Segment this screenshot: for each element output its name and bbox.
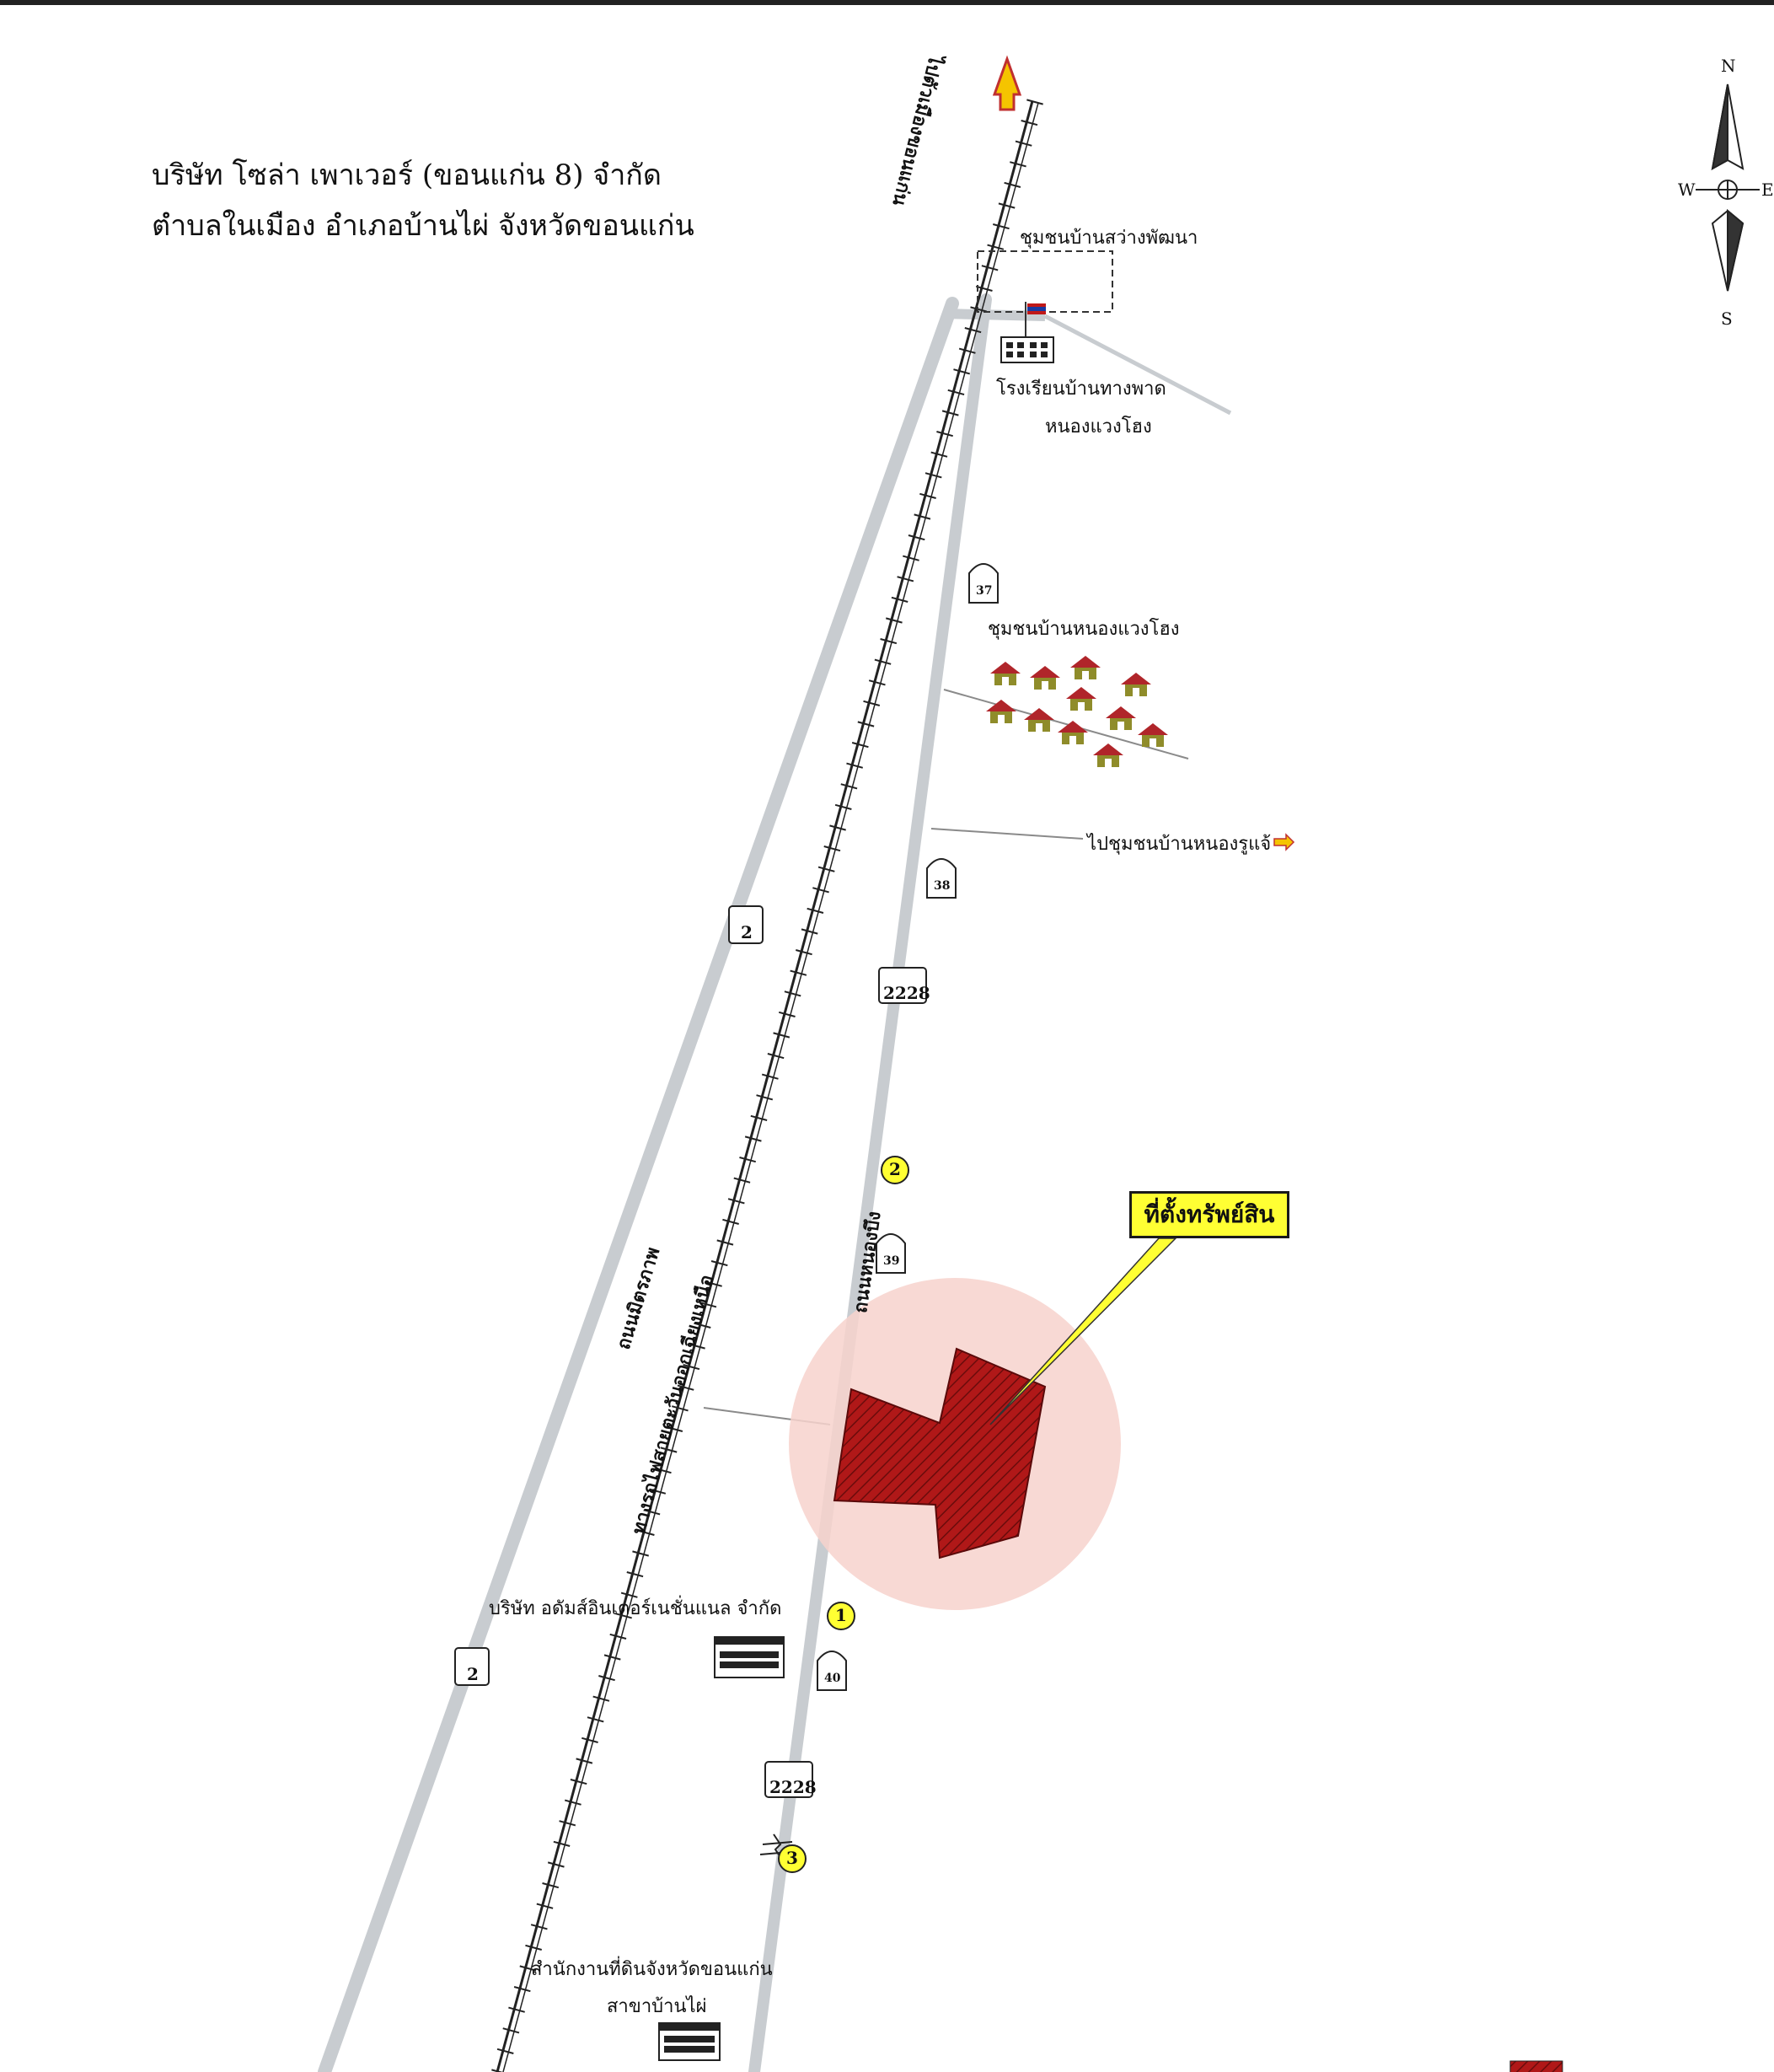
railway-line [491, 99, 1043, 2072]
top-border [0, 0, 1774, 5]
compass-w: W [1678, 180, 1696, 200]
km-marker-39: 39 [883, 1254, 900, 1268]
label-land-office-line2: สาขาบ้านไผ่ [607, 1996, 707, 2017]
asset-parcel [833, 1347, 1047, 1559]
label-nongwaeng-community: ชุมชนบ้านหนองแวงโฮง [988, 619, 1180, 640]
legend-swatch [1509, 2060, 1563, 2072]
label-school-line2: หนองแวงโฮง [1045, 416, 1152, 437]
hw2228-shield-lower [764, 1761, 813, 1798]
nongwaeng-side-road [943, 689, 1189, 760]
school-icon [1000, 302, 1054, 363]
top-connector-road [943, 309, 1046, 321]
shield-hw2-upper: 2 [741, 922, 753, 942]
nongrue-side-road [930, 828, 1084, 840]
label-sawang-community: ชุมชนบ้านสว่างพัฒนา [1020, 228, 1198, 249]
sawang-community-boundary [977, 250, 1113, 313]
nongrue-arrow [1273, 833, 1295, 851]
hw2228-shield-upper [878, 967, 927, 1004]
school-road [1043, 314, 1232, 416]
km-marker-38: 38 [934, 879, 951, 893]
land-office-building-icon [658, 2022, 721, 2061]
km-marker-37: 37 [976, 584, 993, 598]
shield-hw2228-upper: 2228 [883, 983, 930, 1003]
hw2-shield-lower [454, 1647, 490, 1686]
label-adams-company: บริษัท อดัมส์อินเตอร์เนชั่นแนล จำกัด [489, 1598, 782, 1619]
landmark-1: 1 [835, 1605, 847, 1625]
header-company: บริษัท โซล่า เพาเวอร์ (ขอนแก่น 8) จำกัด [152, 158, 662, 192]
km-marker-40: 40 [824, 1672, 841, 1685]
mittraphap-road [318, 297, 959, 2072]
landmark-circles [778, 1156, 909, 1873]
label-land-office-line1: สำนักงานที่ดินจังหวัดขอนแก่น [531, 1959, 773, 1980]
callout-pointer [989, 1237, 1177, 1425]
label-school-line1: โรงเรียนบ้านทางพาด [996, 378, 1166, 400]
compass-n: N [1721, 56, 1736, 76]
compass-s: S [1721, 309, 1733, 329]
label-to-nongrue: ไปชุมชนบ้านหนองรูแจ้ [1087, 834, 1272, 855]
shield-hw2228-lower: 2228 [769, 1777, 817, 1797]
landmark-2: 2 [889, 1159, 901, 1179]
local-road-2228 [748, 293, 992, 2072]
compass-rose [1696, 83, 1760, 292]
shield-hw2-lower: 2 [467, 1664, 479, 1684]
arrow-to-city [992, 55, 1022, 111]
house-icons [986, 656, 1168, 767]
km-markers [817, 563, 999, 1691]
compass-e: E [1761, 180, 1774, 200]
asset-location-callout: ที่ตั้งทรัพย์สิน [1129, 1191, 1289, 1238]
hw2-shield-upper [728, 905, 764, 944]
header-location: ตำบลในเมือง อำเภอบ้านไผ่ จังหวัดขอนแก่น [152, 209, 694, 243]
adams-building-icon [714, 1636, 785, 1678]
landmark-3: 3 [786, 1848, 798, 1868]
